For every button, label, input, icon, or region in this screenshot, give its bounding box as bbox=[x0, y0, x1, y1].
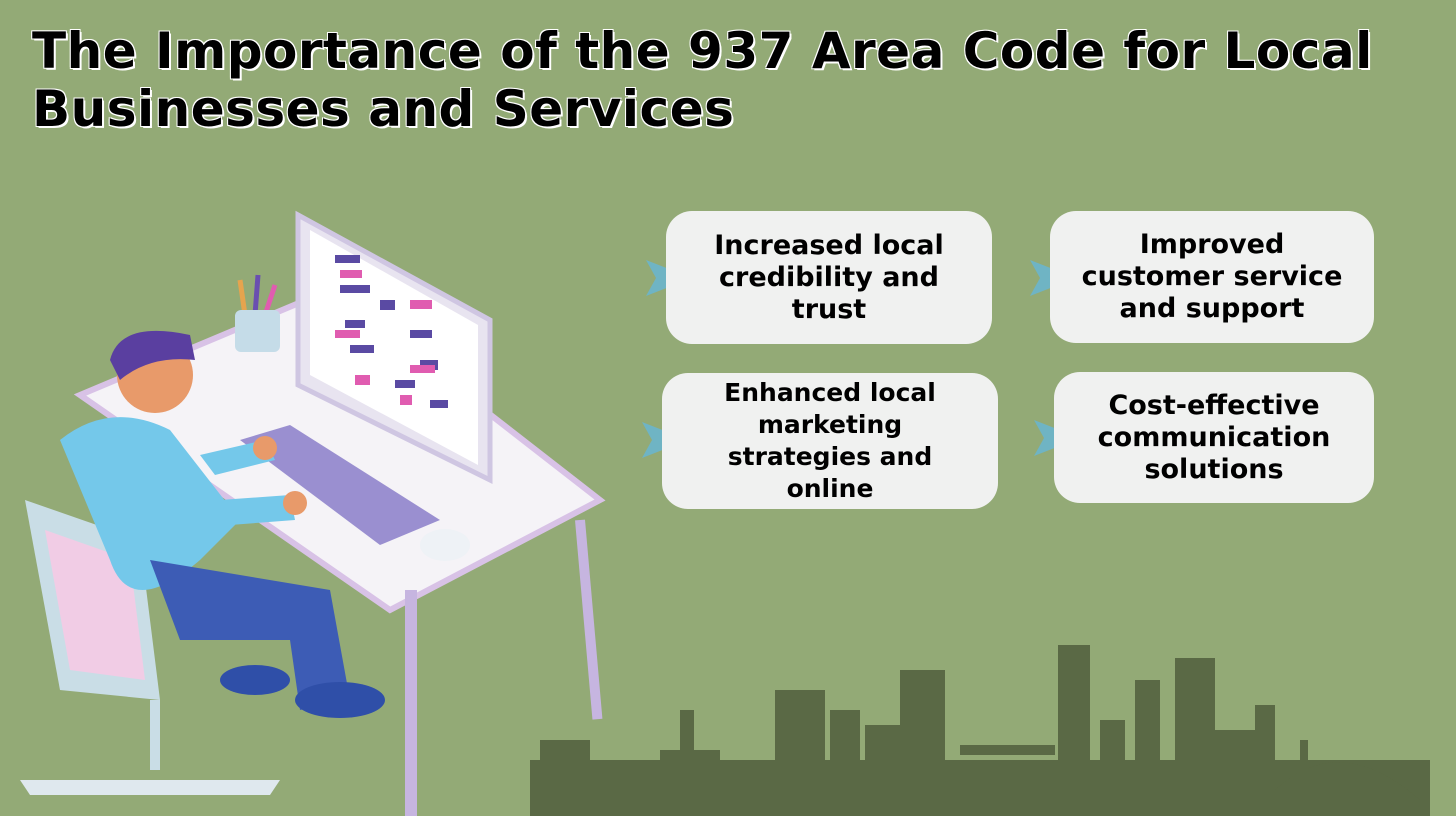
benefit-card-cost-effective: Cost-effective communication solutions bbox=[1054, 372, 1374, 503]
benefit-card-marketing: Enhanced local marketing strategies and … bbox=[662, 373, 998, 509]
mouse-illustration bbox=[420, 529, 470, 561]
pen-cup-illustration bbox=[235, 274, 280, 352]
benefit-card-credibility: Increased local credibility and trust bbox=[666, 211, 992, 344]
person-illustration bbox=[60, 330, 385, 718]
page-title: The Importance of the 937 Area Code for … bbox=[32, 22, 1373, 138]
city-skyline-illustration bbox=[530, 645, 1430, 816]
monitor-illustration bbox=[295, 210, 500, 500]
benefit-card-customer-service: Improved customer service and support bbox=[1050, 211, 1374, 343]
keyboard-illustration bbox=[240, 425, 440, 545]
